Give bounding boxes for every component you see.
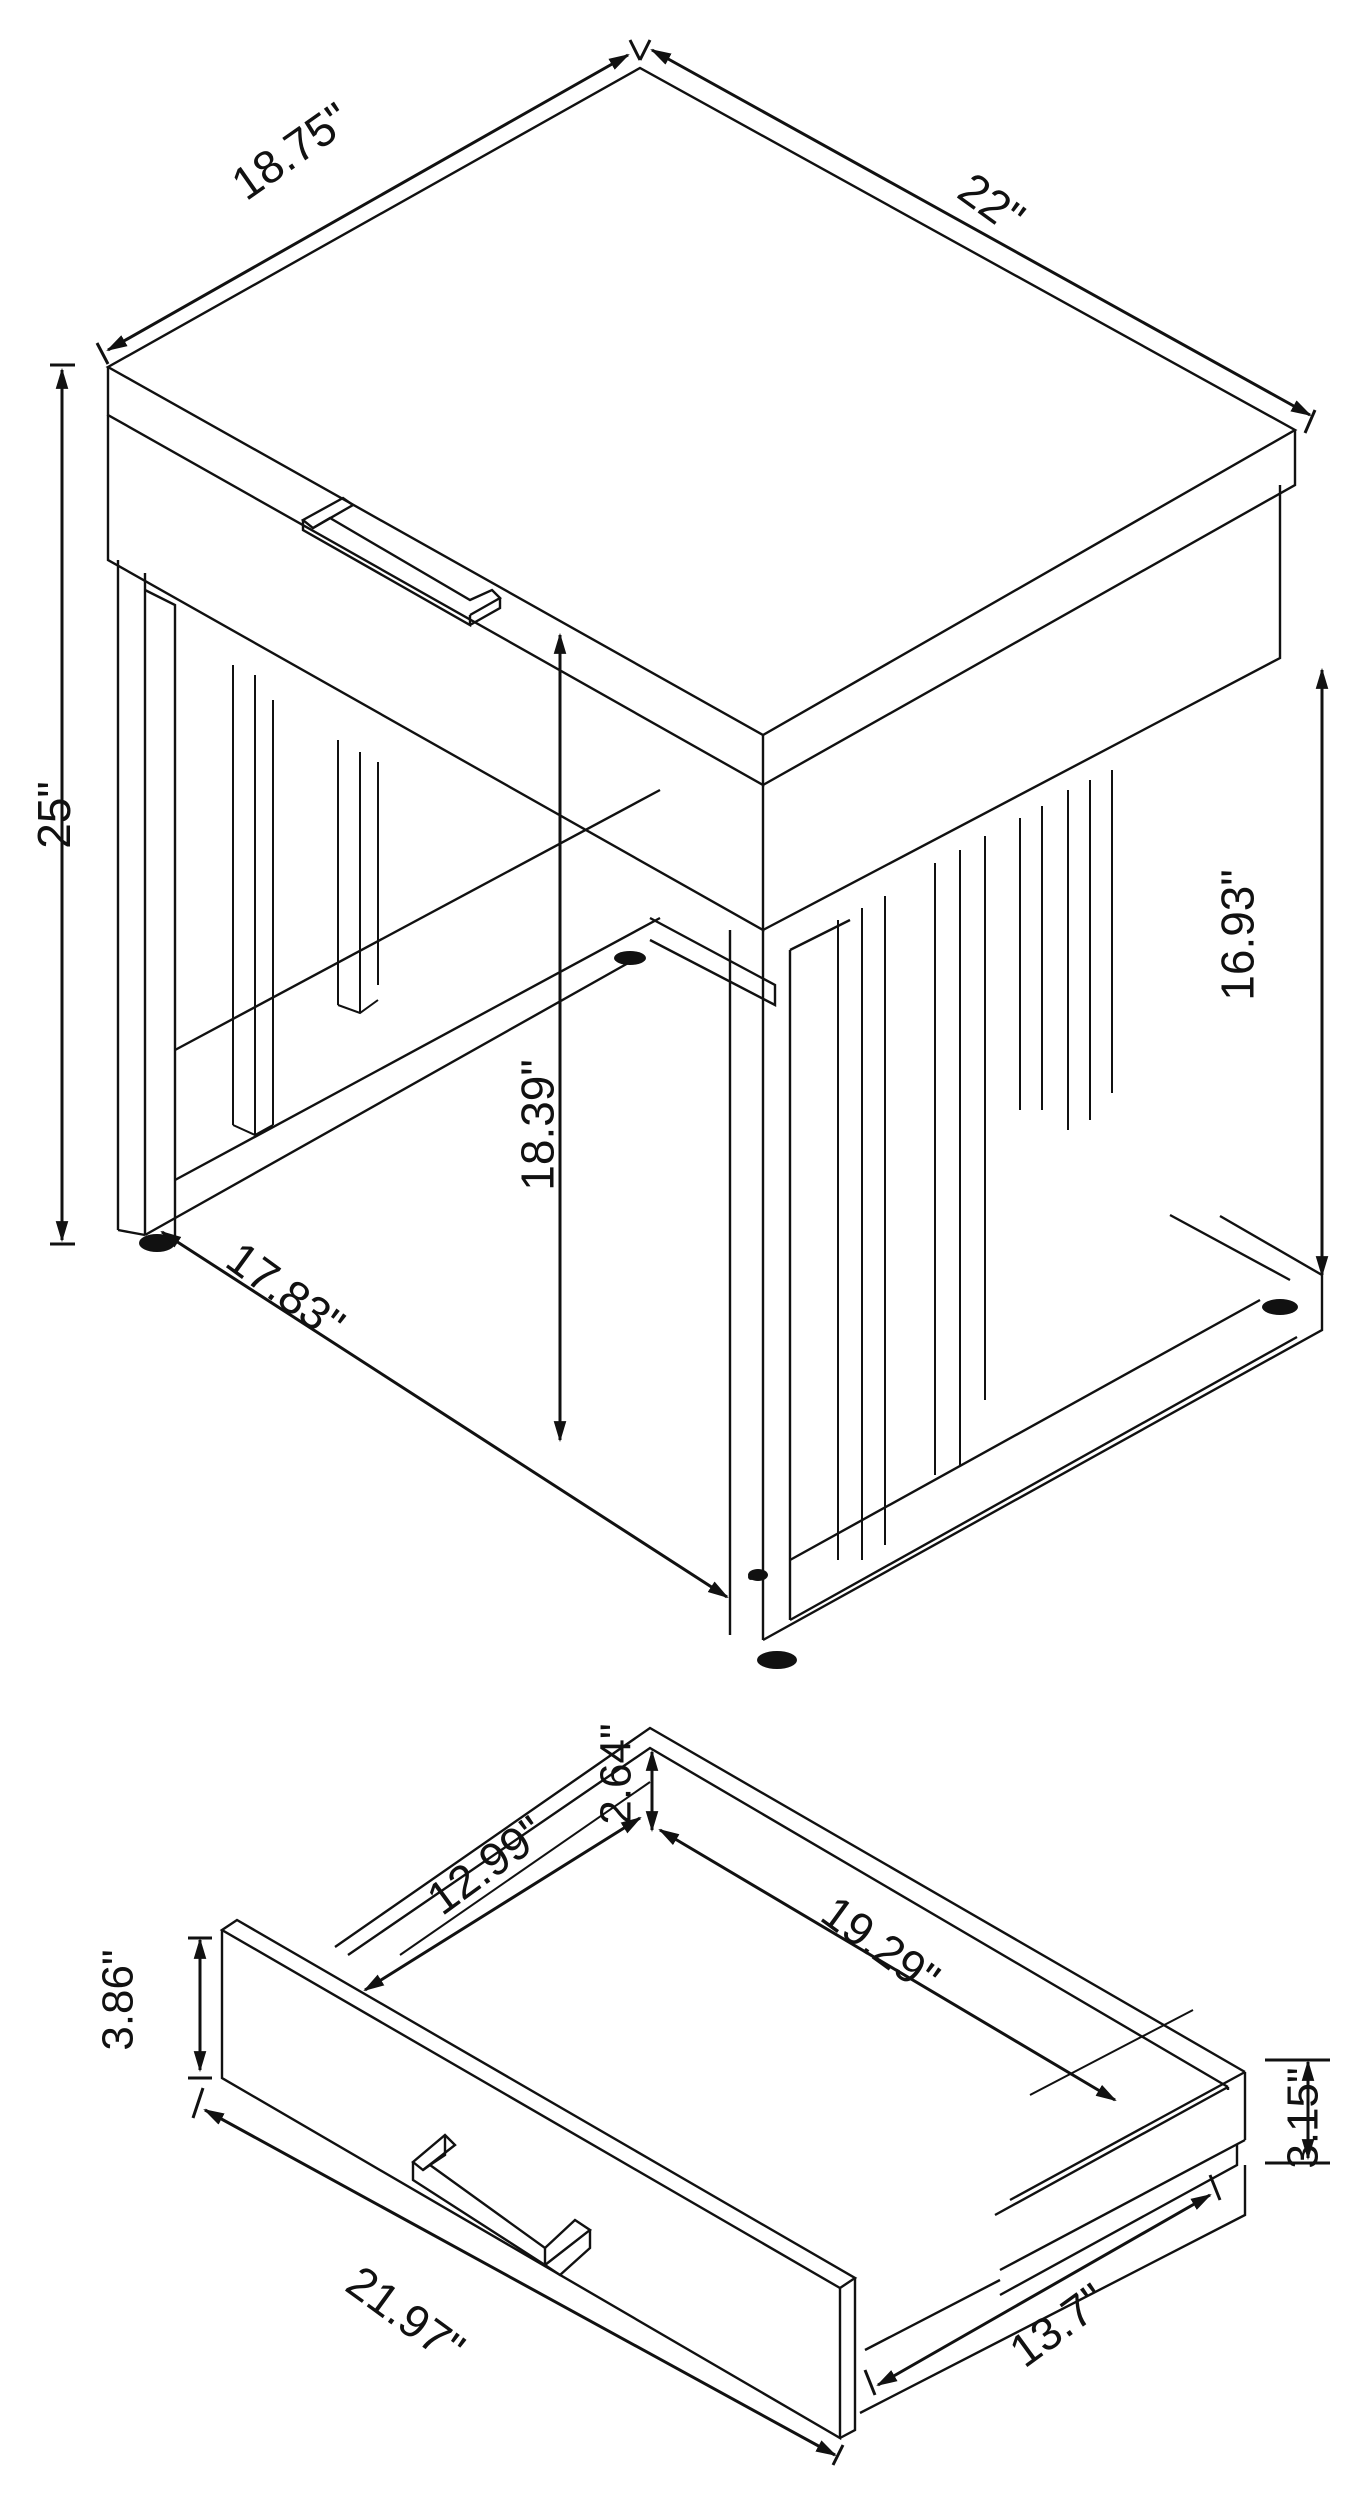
- drawer-illustration: [188, 1726, 1330, 2466]
- dim-drawer-front-height: 3.86": [93, 1949, 143, 2051]
- foot-back-right: [1262, 1299, 1298, 1315]
- dim-side-height: 16.93": [1211, 869, 1264, 1001]
- dim-drawer-side-height: 2.64": [591, 1723, 641, 1825]
- dim-drawer-box-height: 3.15": [1278, 2067, 1328, 2169]
- table-illustration: [50, 39, 1329, 1669]
- foot-back-center: [614, 951, 646, 965]
- dim-inner-clearance: 18.39": [511, 1059, 564, 1191]
- foot-front-right: [757, 1651, 797, 1669]
- dim-overall-height: 25": [27, 781, 80, 849]
